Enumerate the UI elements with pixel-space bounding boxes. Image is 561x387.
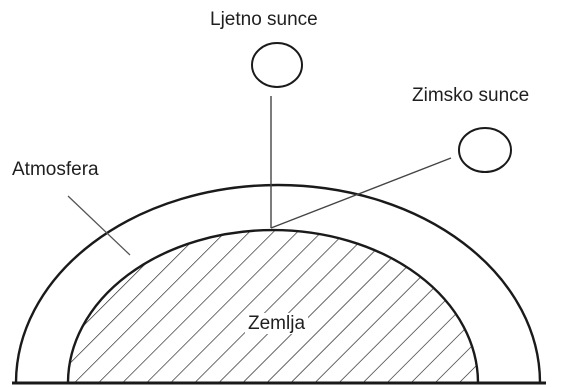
earth-label: Zemlja — [245, 313, 308, 334]
atmosphere-label: Atmosfera — [12, 160, 99, 179]
winter-sun-label: Zimsko sunce — [412, 86, 529, 105]
winter-sun — [459, 128, 511, 172]
summer-sun — [252, 43, 302, 87]
summer-sun-label: Ljetno sunce — [210, 10, 318, 29]
earth-hatch-fill — [68, 230, 478, 383]
